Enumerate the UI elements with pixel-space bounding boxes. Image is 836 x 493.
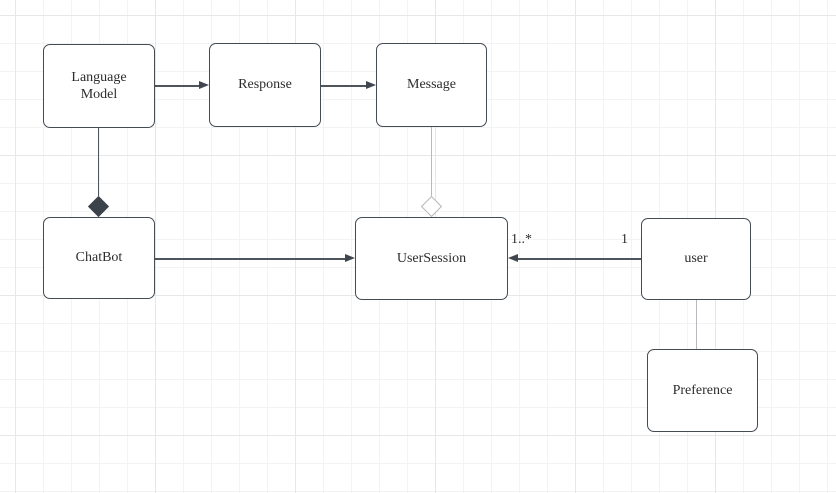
edge-languagemodel-response-line[interactable]: [155, 85, 200, 87]
node-label: Preference: [672, 382, 733, 398]
node-message[interactable]: Message: [376, 43, 487, 127]
arrowhead-right-icon[interactable]: [345, 254, 355, 262]
node-label: ChatBot: [75, 250, 123, 266]
node-chatbot[interactable]: ChatBot: [43, 217, 155, 299]
edge-user-preference-line[interactable]: [695, 300, 697, 349]
edge-user-usersession-line[interactable]: [518, 258, 641, 260]
arrowhead-right-icon[interactable]: [199, 81, 209, 89]
arrowhead-left-icon[interactable]: [508, 254, 518, 262]
edge-languagemodel-chatbot-line[interactable]: [97, 128, 100, 196]
multiplicity-label[interactable]: 1..*: [511, 232, 532, 247]
node-label: Message: [407, 77, 456, 93]
edge-chatbot-usersession-line[interactable]: [155, 258, 346, 260]
node-preference[interactable]: Preference: [647, 349, 758, 432]
node-language-model[interactable]: Language Model: [43, 44, 155, 128]
composition-diamond-icon[interactable]: [87, 195, 110, 217]
node-label: Response: [238, 77, 292, 93]
node-label: Language Model: [71, 69, 127, 103]
edge-message-usersession-line[interactable]: [430, 127, 433, 196]
aggregation-diamond-icon[interactable]: [420, 195, 443, 217]
node-response[interactable]: Response: [209, 43, 321, 127]
arrowhead-right-icon[interactable]: [366, 81, 376, 89]
node-label: UserSession: [396, 250, 467, 266]
edge-response-message-line[interactable]: [321, 85, 366, 87]
node-usersession[interactable]: UserSession: [355, 217, 508, 300]
node-label: user: [684, 251, 708, 267]
node-user[interactable]: user: [641, 218, 751, 300]
multiplicity-label[interactable]: 1: [621, 232, 628, 247]
